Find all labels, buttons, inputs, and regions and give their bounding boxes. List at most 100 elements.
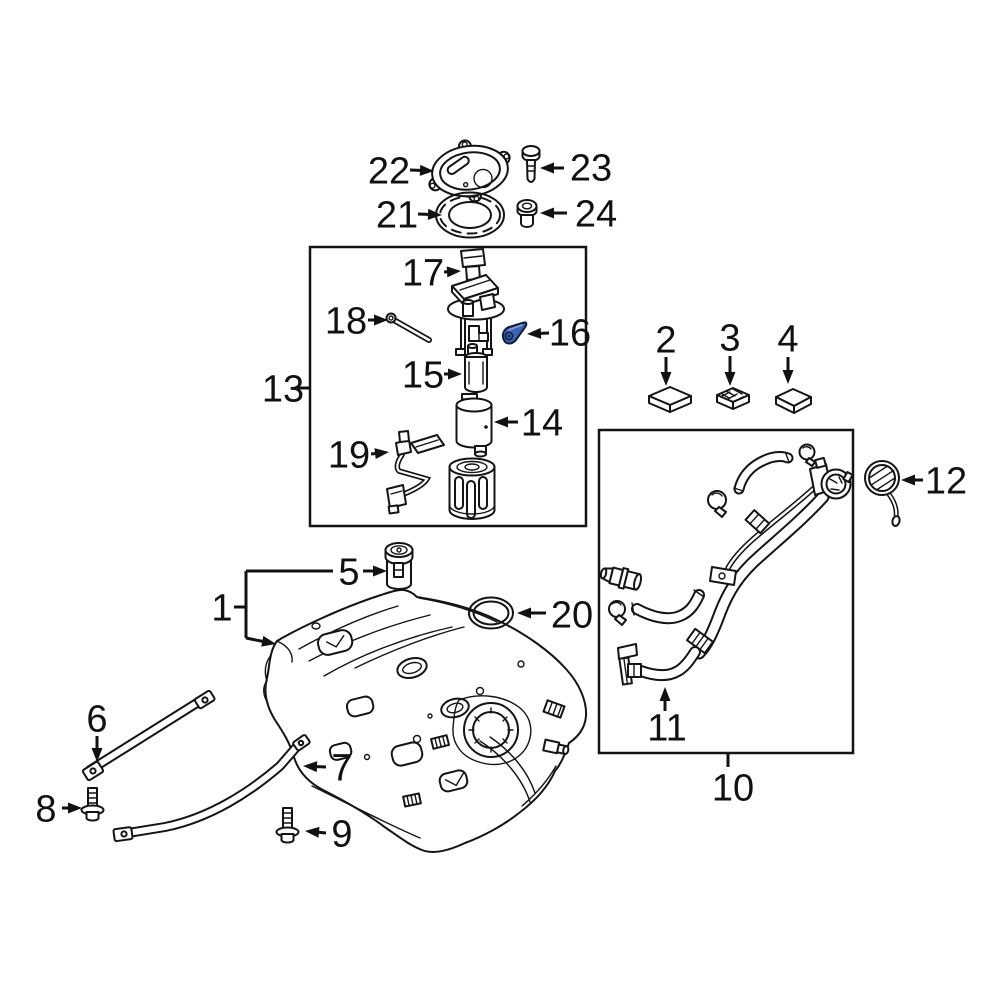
callout-14[interactable]: 14 [494, 403, 563, 445]
callout-13[interactable]: 13 [262, 369, 310, 411]
callout-2[interactable]: 2 [655, 320, 677, 386]
pump-module-group [385, 248, 528, 520]
sender-rod [385, 312, 432, 343]
callout-arrowhead [782, 370, 794, 384]
callout-number-2[interactable]: 2 [655, 320, 676, 362]
callout-arrowhead [91, 748, 103, 762]
callout-arrowhead [660, 372, 672, 386]
callout-arrowhead [527, 327, 542, 339]
callout-number-19[interactable]: 19 [328, 435, 370, 477]
callout-20[interactable]: 20 [517, 595, 593, 637]
strap-anchor [430, 734, 450, 750]
callout-18[interactable]: 18 [325, 301, 388, 343]
callout-number-24[interactable]: 24 [575, 194, 617, 236]
tank-recess-vent [316, 629, 354, 656]
fuel-tank-strap-front [81, 689, 216, 782]
callout-number-20[interactable]: 20 [551, 595, 593, 637]
callout-16[interactable]: 16 [527, 313, 591, 355]
spacer-grommet [516, 199, 538, 228]
callout-arrowhead [68, 802, 82, 814]
callout-number-15[interactable]: 15 [402, 355, 444, 397]
callout-number-17[interactable]: 17 [402, 253, 444, 295]
callout-number-11[interactable]: 11 [647, 708, 686, 750]
callout-arrowhead [374, 448, 389, 460]
callout-8[interactable]: 8 [35, 789, 82, 831]
reservoir-cup [448, 457, 496, 520]
callout-6[interactable]: 6 [86, 699, 108, 762]
callout-21[interactable]: 21 [376, 195, 442, 237]
callout-arrowhead [446, 266, 461, 278]
callout-number-22[interactable]: 22 [368, 151, 410, 193]
tank-pad-mesh [716, 387, 750, 410]
callout-number-18[interactable]: 18 [325, 301, 367, 343]
callout-23[interactable]: 23 [540, 148, 612, 190]
callout-arrowhead [540, 162, 554, 174]
callout-arrowhead [901, 474, 915, 486]
tank-pad [775, 388, 812, 414]
callout-15[interactable]: 15 [402, 355, 462, 397]
callout-leader [245, 636, 266, 644]
pipe-bracket [709, 566, 737, 586]
callout-number-1[interactable]: 1 [211, 588, 232, 630]
fuel-filter [455, 393, 493, 458]
fuel-level-sender [386, 430, 445, 515]
filler-head [809, 456, 854, 500]
callout-number-5[interactable]: 5 [338, 552, 359, 594]
strap-bolt-front [80, 787, 105, 822]
callout-12[interactable]: 12 [901, 461, 967, 503]
callout-4[interactable]: 4 [777, 319, 799, 384]
callout-arrowhead [448, 368, 462, 380]
callout-number-14[interactable]: 14 [521, 403, 563, 445]
callout-number-4[interactable]: 4 [777, 319, 798, 361]
breather-hose [631, 589, 705, 625]
callout-arrowhead [517, 607, 531, 619]
fuel-pump [464, 343, 488, 393]
hose-clamp [707, 490, 727, 518]
callout-7[interactable]: 7 [303, 748, 353, 790]
callout-arrowhead [540, 207, 554, 219]
pump-cover-plate [428, 139, 511, 203]
callout-number-8[interactable]: 8 [35, 789, 56, 831]
hose-clamp [608, 600, 627, 626]
callout-3[interactable]: 3 [719, 318, 741, 386]
tank-oval-ring [396, 656, 428, 680]
callout-9[interactable]: 9 [305, 814, 353, 856]
callout-number-9[interactable]: 9 [331, 814, 352, 856]
callout-number-10[interactable]: 10 [712, 768, 754, 810]
suction-filter-highlighted[interactable] [501, 321, 528, 345]
callout-arrowhead [419, 164, 434, 176]
filler-neck-group [599, 443, 854, 686]
check-valve [599, 566, 643, 591]
callout-number-3[interactable]: 3 [719, 318, 740, 360]
strap-anchor [542, 699, 566, 719]
callout-1[interactable]: 1 [211, 569, 333, 647]
callout-number-16[interactable]: 16 [549, 313, 591, 355]
callout-5[interactable]: 5 [338, 552, 387, 594]
callout-19[interactable]: 19 [328, 435, 389, 477]
vapor-valve [384, 542, 414, 590]
callout-24[interactable]: 24 [540, 194, 617, 236]
cover-bolt [521, 145, 541, 183]
filler-hose [627, 646, 701, 682]
fuel-tank-strap-rear [112, 734, 311, 843]
vent-hose [733, 451, 794, 495]
callout-10[interactable]: 10 [712, 753, 754, 810]
callout-number-23[interactable]: 23 [570, 148, 612, 190]
pump-module-group-box [308, 245, 588, 528]
callout-number-7[interactable]: 7 [331, 748, 352, 790]
callout-22[interactable]: 22 [368, 151, 434, 193]
callout-number-13[interactable]: 13 [262, 369, 304, 411]
callout-17[interactable]: 17 [402, 253, 461, 295]
tank-pad [648, 386, 692, 413]
callout-arrowhead [659, 687, 671, 701]
callout-arrowhead [261, 635, 276, 647]
strap-bolt-rear [275, 807, 300, 844]
callout-arrowhead [724, 372, 736, 386]
callout-11[interactable]: 11 [647, 687, 687, 750]
callout-number-6[interactable]: 6 [86, 699, 107, 741]
callout-number-12[interactable]: 12 [925, 461, 967, 503]
callout-arrowhead [494, 416, 508, 428]
callout-number-21[interactable]: 21 [376, 195, 418, 237]
